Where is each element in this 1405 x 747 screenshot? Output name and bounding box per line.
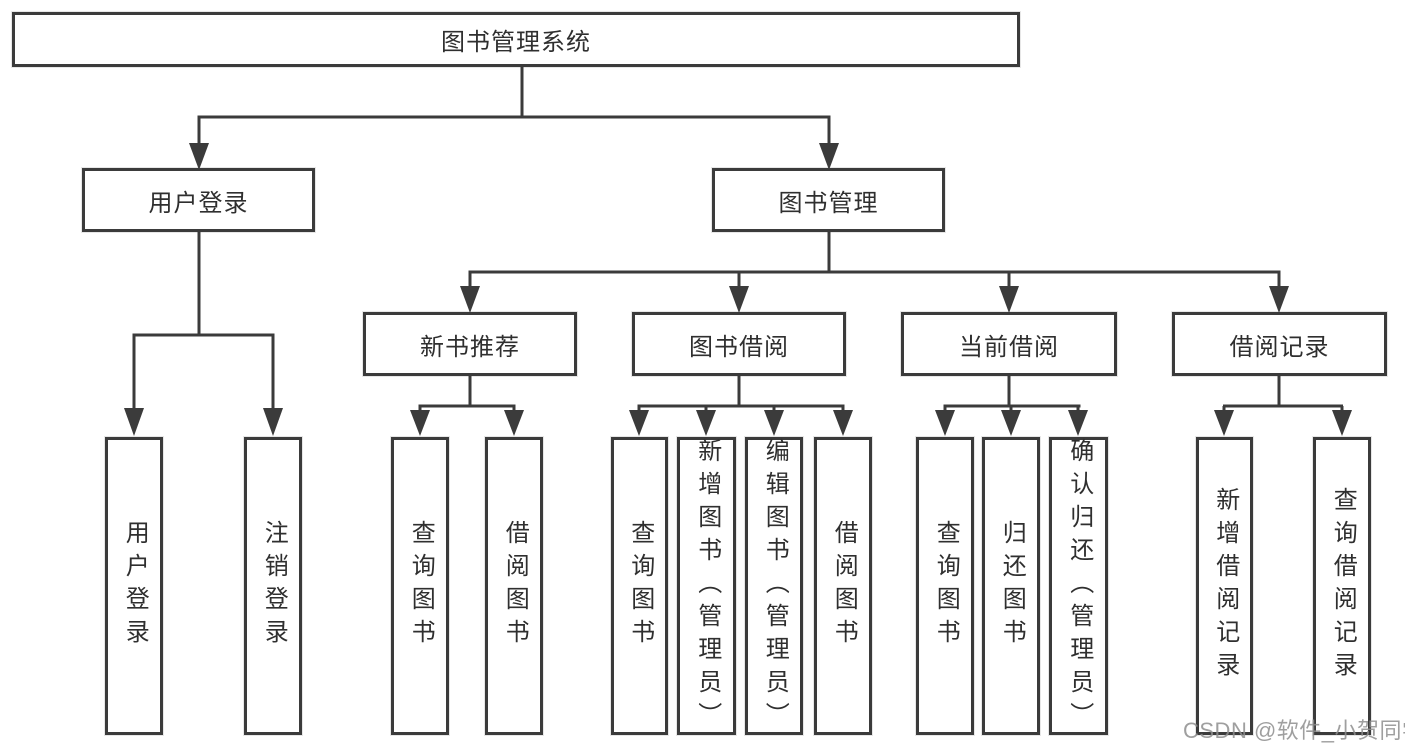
leaf-add-book: 新增图书（管理员） [677,437,736,735]
node-book-borrow-label: 图书借阅 [689,333,789,361]
leaf-edit-book: 编辑图书（管理员） [745,437,803,735]
leaf-logout-label: 注销登录 [260,520,288,652]
csdn-watermark: CSDN @软件_小贺同学 [1183,718,1405,743]
leaf-user-login: 用户登录 [105,437,163,735]
leaf-add-borrow-record-label: 新增借阅记录 [1211,487,1239,685]
leaf-add-borrow-record: 新增借阅记录 [1196,437,1253,735]
leaf-query-book-borrow-label: 查询图书 [626,520,654,652]
node-book-mgmt-label: 图书管理 [778,189,879,217]
leaf-query-book-current-label: 查询图书 [932,520,960,652]
leaf-query-book-rec-label: 查询图书 [407,520,435,652]
node-user-login: 用户登录 [82,168,315,232]
leaf-confirm-return-label: 确认归还（管理员） [1065,437,1093,735]
leaf-return-book: 归还图书 [982,437,1040,735]
node-user-login-label: 用户登录 [148,189,249,217]
node-book-mgmt: 图书管理 [712,168,945,232]
leaf-edit-book-label: 编辑图书（管理员） [761,437,789,735]
node-current-borrow-label: 当前借阅 [959,333,1059,361]
node-borrow-record-label: 借阅记录 [1229,333,1330,361]
leaf-query-borrow-record: 查询借阅记录 [1313,437,1371,735]
node-book-borrow: 图书借阅 [632,312,846,376]
leaf-query-book-rec: 查询图书 [391,437,449,735]
node-new-book-rec-label: 新书推荐 [420,333,520,361]
leaf-query-book-current: 查询图书 [916,437,974,735]
node-new-book-rec: 新书推荐 [363,312,577,376]
leaf-logout: 注销登录 [244,437,302,735]
leaf-borrow-book-rec: 借阅图书 [485,437,543,735]
leaf-borrow-book-borrow: 借阅图书 [814,437,872,735]
node-borrow-record: 借阅记录 [1172,312,1387,376]
node-root: 图书管理系统 [12,12,1020,67]
leaf-add-book-label: 新增图书（管理员） [693,437,721,735]
leaf-borrow-book-borrow-label: 借阅图书 [830,520,858,652]
leaf-user-login-label: 用户登录 [121,520,149,652]
leaf-query-borrow-record-label: 查询借阅记录 [1329,487,1357,685]
node-root-label: 图书管理系统 [441,29,591,56]
node-current-borrow: 当前借阅 [901,312,1117,376]
leaf-borrow-book-rec-label: 借阅图书 [501,520,529,652]
leaf-confirm-return: 确认归还（管理员） [1049,437,1108,735]
leaf-query-book-borrow: 查询图书 [611,437,668,735]
leaf-return-book-label: 归还图书 [998,520,1026,652]
